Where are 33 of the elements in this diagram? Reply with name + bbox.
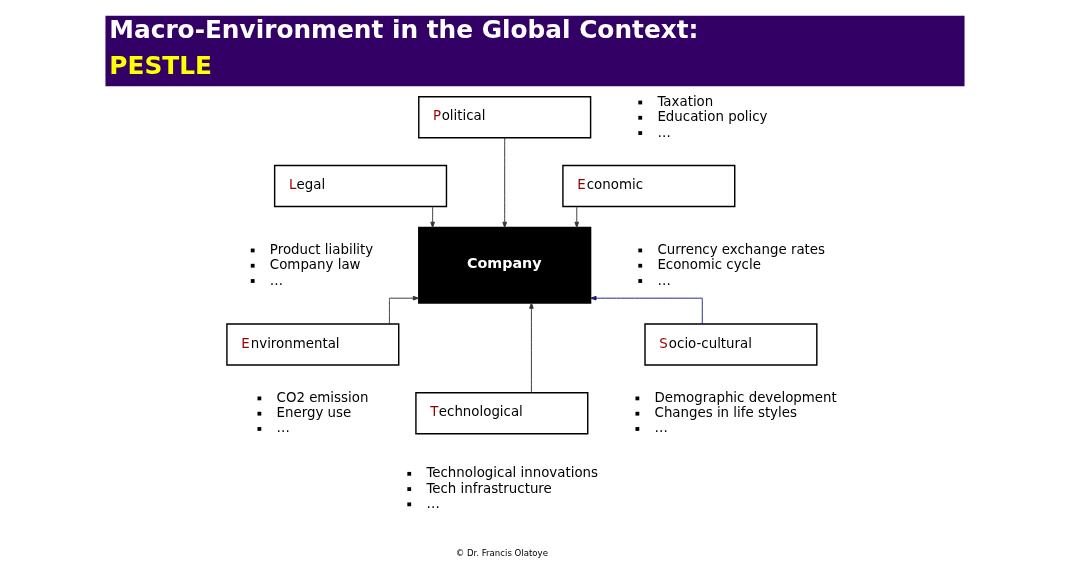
node-box: Technological [414, 391, 588, 435]
node-label: Currency exchange rates [656, 241, 825, 257]
node-label: … [656, 124, 671, 140]
node-label: Technological innovations [425, 465, 598, 481]
arrow [388, 295, 419, 325]
node-box: Socio-cultural [643, 323, 818, 366]
arrow [528, 302, 534, 394]
node-label: … [654, 420, 668, 436]
node-label: … [276, 420, 290, 436]
arrow [501, 137, 507, 228]
diagram-title: Macro-Environment in the Global Context: PESTLE [108, 15, 698, 80]
arrow [429, 206, 435, 228]
node-label: … [656, 272, 671, 288]
node-label: … [425, 495, 440, 511]
node-box: Economic [561, 164, 735, 208]
node-label: Tech infrastructure [425, 480, 552, 496]
node-label: Economic cycle [656, 257, 761, 273]
node-label: Demographic development [654, 389, 837, 405]
node-box: Legal [273, 164, 447, 208]
node-box: Company [417, 226, 591, 304]
node-label: … [269, 272, 283, 288]
node-label: Company law [269, 257, 361, 273]
arrow [573, 206, 579, 228]
node-box: Environmental [225, 323, 399, 366]
node-box: Political [417, 96, 591, 139]
node-label: Education policy [656, 109, 768, 125]
node-label: Product liability [269, 241, 373, 257]
node-label: CO2 emission [276, 389, 368, 405]
node-label: Taxation [656, 94, 713, 110]
label: © Dr. Francis Olatoye [455, 548, 548, 559]
node-label: Energy use [276, 405, 351, 421]
arrow [589, 295, 703, 325]
node-label: Changes in life styles [654, 405, 797, 421]
